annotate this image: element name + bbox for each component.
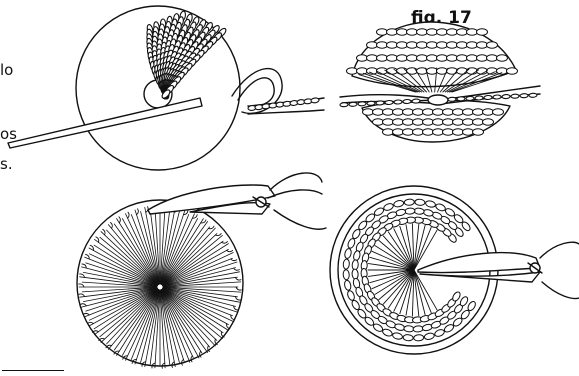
panel-cut [77,173,326,368]
panel-trim [330,186,579,354]
tie-knot [428,95,448,105]
panel-wrapping [8,6,324,170]
panel-tied [340,22,540,142]
